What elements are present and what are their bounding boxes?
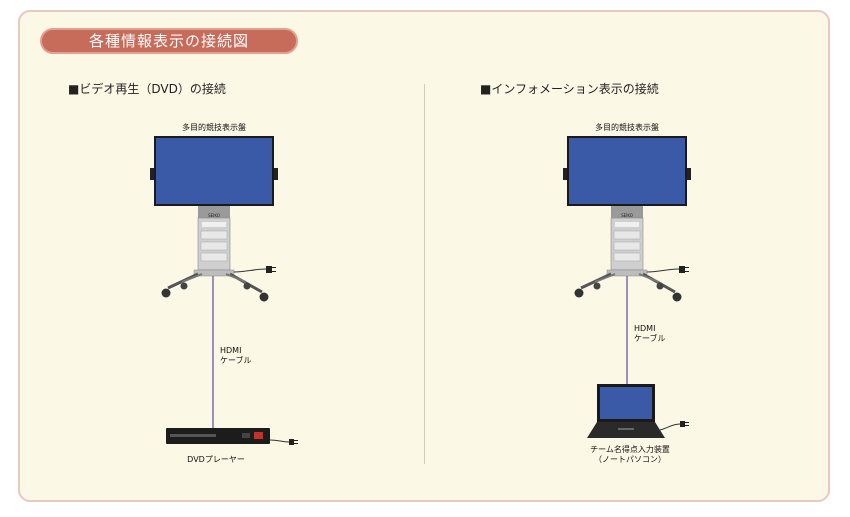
left-cable-label-line1: HDMI: [220, 346, 242, 355]
right-cable-label-line1: HDMI: [634, 324, 656, 333]
left-cable-label-line2: ケーブル: [220, 356, 252, 365]
right-display-label: 多目的競技表示盤: [595, 123, 659, 132]
left-section-heading: ■ビデオ再生（DVD）の接続: [68, 82, 226, 96]
dvd-player-label: DVDプレーヤー: [187, 455, 245, 464]
right-cable-label-line2: ケーブル: [634, 334, 666, 343]
right-section-heading: ■インフォメーション表示の接続: [480, 82, 659, 96]
page-title: 各種情報表示の接続図: [40, 28, 298, 54]
laptop-label-line2: （ノートパソコン）: [594, 455, 666, 464]
left-display-label: 多目的競技表示盤: [182, 123, 246, 132]
laptop-label-line1: チーム名得点入力装置: [590, 445, 670, 454]
left-cable-label: HDMI ケーブル: [220, 346, 252, 366]
right-cable-label: HDMI ケーブル: [634, 324, 666, 344]
section-divider: [424, 84, 425, 464]
laptop-device: [587, 384, 689, 438]
right-brand-label: SEIKO: [621, 213, 633, 218]
dvd-player-device: [166, 428, 298, 445]
left-display-stand: [148, 134, 280, 303]
left-brand-label: SEIKO: [208, 213, 220, 218]
